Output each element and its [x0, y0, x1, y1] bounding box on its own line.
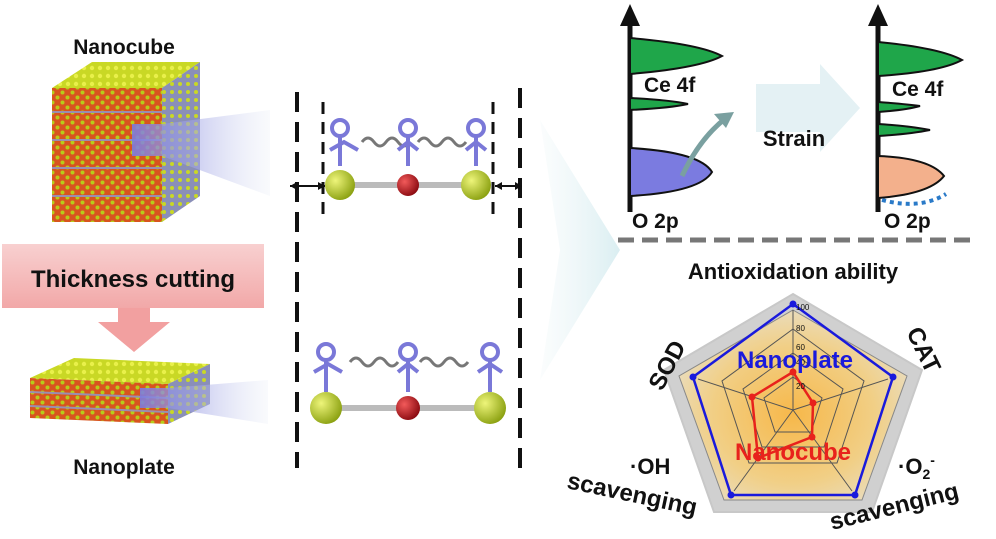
legend-nanocube: Nanocube — [735, 439, 851, 466]
thickness-cutting-banner: Thickness cutting — [2, 244, 264, 352]
linkage-icon — [313, 342, 504, 392]
radar-tick-labels: 20 40 60 80 100 — [796, 303, 810, 391]
left-panel: Nanocube Thickness cutting Nan — [2, 36, 270, 479]
o-atom — [397, 174, 419, 196]
axis-label-oh: ·OH — [630, 454, 670, 479]
series-nanocube-points — [748, 368, 817, 462]
o2p-label-right: O 2p — [884, 210, 931, 233]
strain-arrow: Strain — [756, 64, 860, 152]
spring-icon — [418, 356, 470, 368]
band-shift-dotted — [881, 192, 948, 206]
thickness-cutting-label: Thickness cutting — [31, 266, 235, 293]
o2p-label-left: O 2p — [632, 210, 679, 233]
nanoplate-label: Nanoplate — [73, 456, 175, 479]
ce-atom — [310, 392, 342, 424]
down-arrow — [98, 308, 170, 352]
radar-gridlines — [697, 310, 889, 492]
relaxed-unit — [310, 342, 506, 424]
data-point — [754, 454, 762, 462]
radar-title: Antioxidation ability — [688, 259, 899, 284]
o2p-band — [629, 146, 714, 198]
ce4f-subband — [877, 122, 931, 138]
ce-atom — [474, 392, 506, 424]
arrow-up-icon — [868, 4, 888, 26]
data-point — [809, 399, 817, 407]
axis-label-o2: ·O2- — [898, 452, 935, 482]
nanocube-illustration — [52, 62, 270, 222]
linkage-icon — [329, 118, 488, 166]
tick-label: 100 — [796, 303, 810, 312]
series-nanoplate — [691, 302, 895, 497]
nanoplate-illustration — [29, 358, 268, 424]
band-diagram-left: Ce 4f O 2p — [620, 4, 734, 233]
data-point — [851, 491, 859, 499]
tick-label: 40 — [796, 358, 805, 367]
arrow-up-icon — [620, 4, 640, 26]
ce4f-label-left: Ce 4f — [644, 74, 696, 97]
ce4f-subband — [629, 96, 689, 112]
o-atom — [396, 396, 420, 420]
data-point — [689, 373, 697, 381]
o2p-band — [877, 154, 946, 200]
strained-unit — [290, 118, 522, 200]
series-nanocube — [750, 370, 815, 460]
series-nanoplate-points — [689, 300, 897, 499]
data-point — [727, 491, 735, 499]
radar-chart: 20 40 60 80 100 Nanoplate Nanocube — [662, 292, 924, 513]
data-point — [889, 373, 897, 381]
ce-atom — [461, 170, 491, 200]
data-point — [808, 433, 816, 441]
nanocube-label: Nanocube — [73, 36, 175, 59]
ce4f-band — [877, 40, 965, 78]
ce4f-band — [629, 36, 725, 76]
data-point — [748, 393, 756, 401]
legend-nanoplate: Nanoplate — [737, 347, 853, 374]
flow-arrow — [540, 120, 620, 380]
data-point — [789, 300, 797, 308]
bond-schematic — [290, 88, 522, 468]
strain-label: Strain — [763, 126, 825, 151]
tick-label: 20 — [796, 382, 805, 391]
tick-label: 80 — [796, 324, 805, 333]
ce4f-label-right: Ce 4f — [892, 78, 944, 101]
tick-label: 60 — [796, 343, 805, 352]
ce4f-subband — [877, 100, 921, 114]
ce-atom — [325, 170, 355, 200]
data-point — [789, 368, 797, 376]
band-diagram-right: Ce 4f O 2p — [868, 4, 965, 233]
spring-icon — [416, 136, 468, 148]
spring-icon — [348, 356, 400, 368]
